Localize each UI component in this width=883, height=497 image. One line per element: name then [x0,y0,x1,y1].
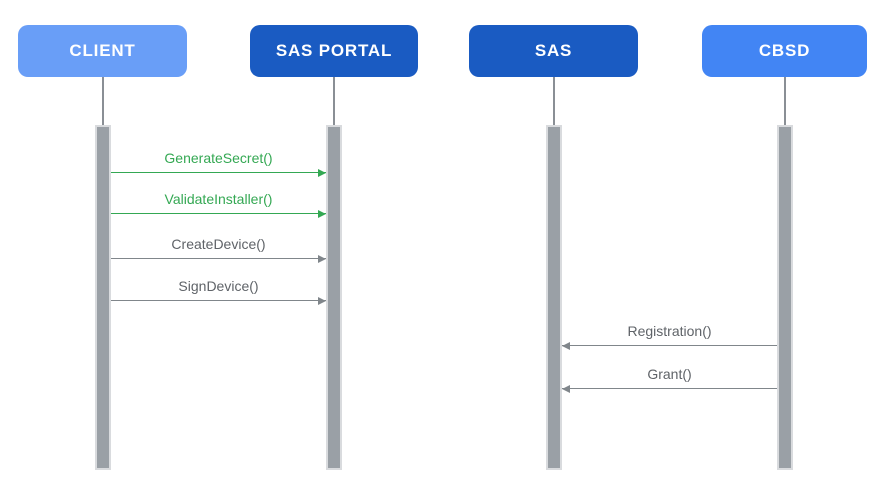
message-arrow-line [562,344,777,346]
message-create-device: CreateDevice() [111,235,326,263]
actor-label-cbsd: CBSD [758,41,811,60]
arrowhead-left-icon [562,384,570,393]
message-label-grant: Grant() [647,366,692,382]
message-arrow-line [562,387,777,389]
actor-box-sas: SAS [469,25,638,77]
arrowhead-right-icon [318,254,326,263]
activation-bar-cbsd [777,125,793,470]
actor-label-sas: SAS [534,41,573,60]
message-validate-installer: ValidateInstaller() [111,190,326,218]
message-arrow-line [111,212,326,214]
lifeline-cbsd [784,77,786,125]
message-registration: Registration() [562,322,777,350]
arrowhead-left-icon [562,341,570,350]
arrowhead-right-icon [318,296,326,305]
actor-label-client: CLIENT [69,41,136,60]
activation-bar-client [95,125,111,470]
lifeline-client [102,77,104,125]
arrowhead-right-icon [318,209,326,218]
message-arrow-line [111,257,326,259]
message-arrow-line [111,299,326,301]
activation-bar-sas [546,125,562,470]
lifeline-sas [553,77,555,125]
message-label-sign-device: SignDevice() [178,278,259,294]
actor-box-sas-portal: SAS PORTAL [250,25,418,77]
message-sign-device: SignDevice() [111,277,326,305]
message-generate-secret: GenerateSecret() [111,149,326,177]
message-label-create-device: CreateDevice() [171,236,266,252]
lifeline-sas-portal [333,77,335,125]
message-label-validate-installer: ValidateInstaller() [164,191,273,207]
actor-box-cbsd: CBSD [702,25,867,77]
message-label-generate-secret: GenerateSecret() [164,150,273,166]
message-label-registration: Registration() [627,323,712,339]
arrowhead-right-icon [318,168,326,177]
activation-bar-sas-portal [326,125,342,470]
actor-label-sas-portal: SAS PORTAL [275,41,393,60]
actor-box-client: CLIENT [18,25,187,77]
message-grant: Grant() [562,365,777,393]
message-arrow-line [111,171,326,173]
